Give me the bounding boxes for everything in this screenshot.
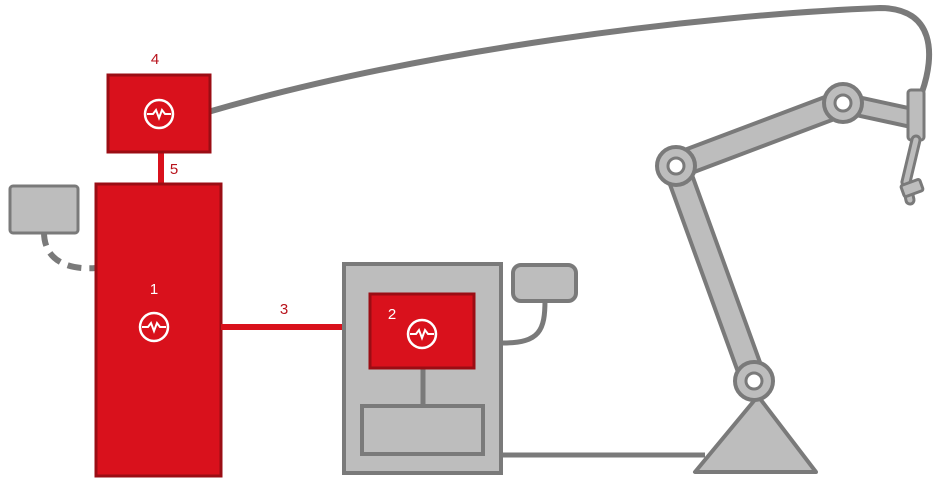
controller-drawer: [360, 404, 485, 456]
robot-arm: [655, 82, 926, 474]
robot-interface-box: [368, 292, 476, 370]
welding-arc-circle-icon: [138, 311, 170, 343]
pendant-cable: [502, 299, 548, 346]
power-source-box: [94, 182, 223, 478]
torch-hose: [205, 4, 933, 115]
teach-pendant: [511, 263, 578, 303]
label-connection-5: 5: [170, 161, 178, 178]
label-wire-feeder: 4: [151, 51, 159, 68]
welding-arc-circle-icon: [143, 98, 175, 130]
label-connection-3: 3: [280, 301, 288, 318]
robot-flange: [906, 88, 926, 142]
robot-base: [693, 394, 818, 474]
label-power-source: 1: [150, 281, 158, 298]
monitor-cable: [41, 231, 97, 272]
welding-arc-circle-icon: [406, 318, 438, 350]
wire-feeder-box: [106, 73, 212, 154]
label-robot-interface: 2: [388, 306, 396, 323]
monitor: [8, 184, 80, 235]
